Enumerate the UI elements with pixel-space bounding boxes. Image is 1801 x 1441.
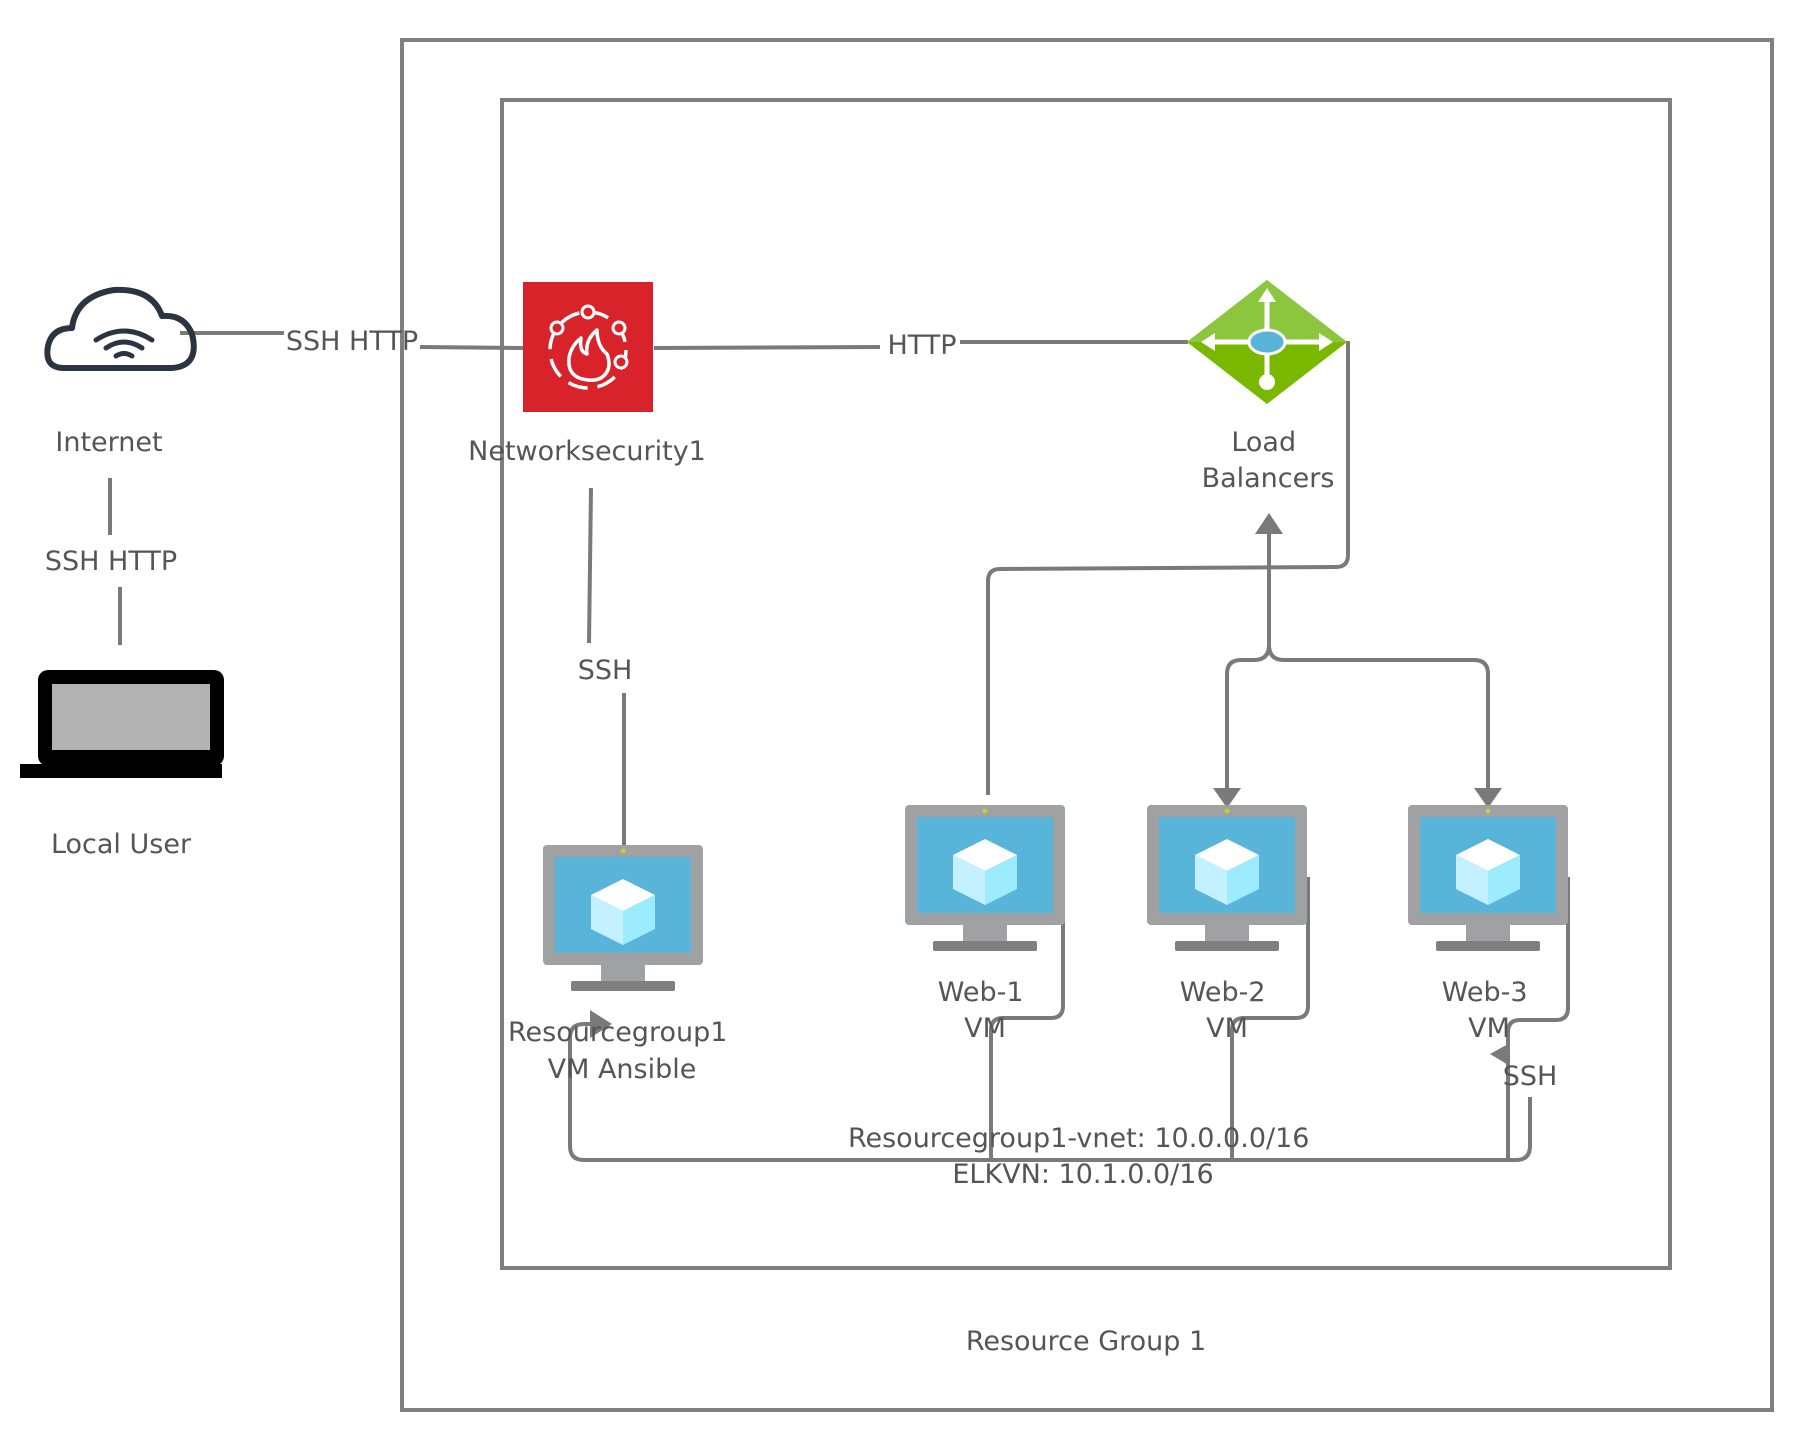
arrow-ansible bbox=[590, 1010, 612, 1038]
lb-label: Load Balancers bbox=[1202, 427, 1335, 494]
edge-label-internet-user: SSH HTTP bbox=[45, 546, 177, 577]
nsg-label: Networksecurity1 bbox=[468, 436, 706, 467]
local-user-label: Local User bbox=[51, 829, 192, 860]
edge-label-nsg-lb: HTTP bbox=[887, 330, 956, 361]
internet-label: Internet bbox=[55, 427, 162, 458]
vnet-box bbox=[500, 98, 1672, 1270]
edge-web2-ssh bbox=[1230, 877, 1310, 1160]
edge-bus-ansible bbox=[568, 1022, 1532, 1162]
edge-web3-ssh bbox=[1506, 877, 1570, 1160]
edge-lb-web2 bbox=[1225, 644, 1271, 790]
arrow-web3 bbox=[1474, 788, 1502, 808]
vnet-label: Resourcegroup1-vnet: 10.0.0.0/16 ELKVN: … bbox=[848, 1123, 1318, 1190]
arrow-web3-ssh bbox=[1490, 1043, 1510, 1066]
edge-lb-web1 bbox=[986, 341, 1350, 795]
vm-web3-icon[interactable] bbox=[1408, 805, 1568, 951]
edge-label-internet-nsg: SSH HTTP bbox=[286, 326, 418, 357]
arrow-web2 bbox=[1213, 788, 1241, 808]
edge-web1-ssh bbox=[989, 877, 1065, 1160]
firewall-icon[interactable] bbox=[523, 282, 653, 412]
cloud-wifi-icon bbox=[44, 286, 197, 371]
laptop-icon bbox=[20, 670, 224, 778]
vm-web2-icon[interactable] bbox=[1147, 805, 1307, 951]
edge-nsg-lb bbox=[653, 345, 881, 350]
vm-web2-label: Web-2 VM bbox=[1180, 977, 1274, 1044]
load-balancer-icon[interactable] bbox=[1187, 280, 1347, 404]
edge-nsg-ansible bbox=[587, 487, 593, 644]
vm-web1-label: Web-1 VM bbox=[938, 977, 1032, 1044]
resource-group-label: Resource Group 1 bbox=[966, 1326, 1206, 1357]
edge-label-nsg-ansible: SSH bbox=[578, 655, 633, 686]
edge-lb-web3 bbox=[1267, 644, 1490, 790]
vm-web3-label: Web-3 VM bbox=[1442, 977, 1536, 1044]
vm-ansible-icon[interactable] bbox=[543, 845, 703, 991]
vm-web1-icon[interactable] bbox=[905, 805, 1065, 951]
resource-group-box bbox=[400, 38, 1774, 1412]
edge-internet-nsg-2 bbox=[419, 345, 525, 350]
arrow-lb bbox=[1255, 513, 1283, 534]
edge-label-web3-ssh: SSH bbox=[1503, 1061, 1558, 1092]
vm-ansible-label: Resourcegroup1 VM Ansible bbox=[508, 1017, 736, 1085]
